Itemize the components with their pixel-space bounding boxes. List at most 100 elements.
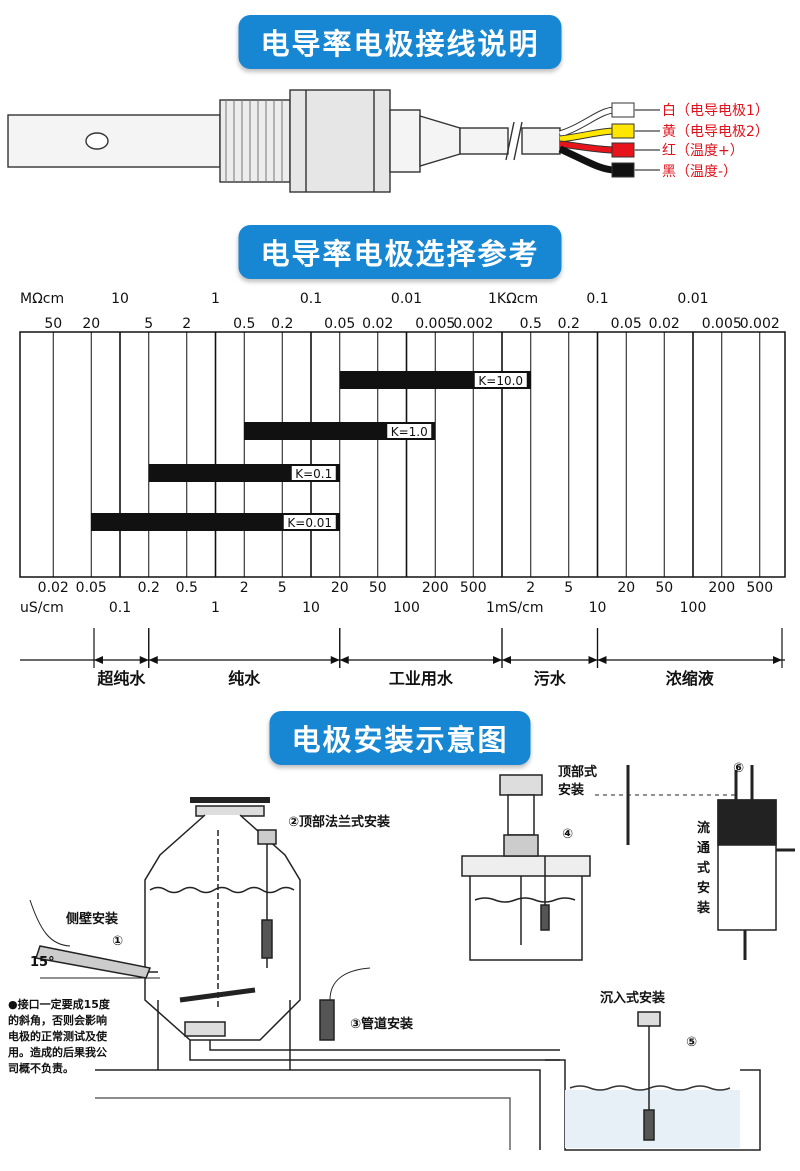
terminal-yellow [611, 123, 635, 139]
label-num5: ⑤ [686, 1035, 697, 1050]
wire-label-yellow: 黄（电导电极2） [662, 123, 769, 140]
top-mount-lid [461, 855, 591, 877]
top-tick-minor: 50 [44, 316, 62, 332]
bottom-tick-minor: 0.02 [38, 580, 69, 596]
immersion-holder [637, 1011, 661, 1027]
bottom-tick-minor: 2 [526, 580, 535, 596]
bottom-tick-minor: 200 [422, 580, 449, 596]
electrode-hole [85, 132, 109, 150]
category-ranges: 超纯水纯水工业用水污水浓缩液 [20, 628, 785, 688]
note-line-3: 电极的正常测试及使 [8, 1029, 108, 1043]
bottom-tick-major: 0.1 [109, 600, 131, 616]
immersion-electrode [643, 1109, 655, 1141]
strain-relief [419, 115, 461, 167]
bottom-tick-major: 10 [589, 600, 607, 616]
top-tick-major: 0.1 [586, 291, 608, 307]
ground-surface [95, 1069, 541, 1150]
note-line-5: 司概不负责。 [8, 1061, 74, 1075]
label-top-mount-1: 顶部式 [558, 764, 597, 780]
label-immersion: 沉入式安装 [600, 990, 665, 1006]
bottom-tick-minor: 5 [564, 580, 573, 596]
install-note: ●接口一定要成15度 的斜角，否则会影响 电极的正常测试及使 用。造成的后果我公… [8, 997, 111, 1075]
top-tick-major: 1 [211, 291, 220, 307]
wiring-section-title: 电导率电极接线说明 [238, 15, 562, 69]
top-tick-minor: 0.02 [362, 316, 393, 332]
outflow-pipe [189, 1040, 560, 1061]
top-tick-minor: 2 [182, 316, 191, 332]
top-mount-electrode [540, 904, 550, 931]
bottom-tick-minor: 5 [278, 580, 287, 596]
top-tick-minor: 0.5 [233, 316, 255, 332]
bottom-tick-major: 1 [211, 600, 220, 616]
bottom-tick-major: 100 [680, 600, 707, 616]
note-line-1: ●接口一定要成15度 [8, 997, 111, 1011]
flow-char-5: 装 [696, 900, 710, 916]
range-label: 污水 [534, 669, 567, 688]
installation-drawing [29, 765, 795, 1151]
top-tick-minor: 0.005 [415, 316, 455, 332]
top-tick-minor: 5 [144, 316, 153, 332]
chart-gridlines [52, 332, 761, 577]
k-bar-label: K=0.01 [287, 516, 332, 530]
flow-char-2: 通 [697, 840, 710, 856]
k-label-box [283, 515, 336, 529]
bottom-tick-minor: 20 [331, 580, 349, 596]
top-tick-major: 0.01 [391, 291, 422, 307]
label-angle: 15° [30, 955, 55, 970]
terminal-white [611, 102, 635, 118]
bottom-unit-right: 1mS/cm [486, 600, 543, 616]
main-tank [144, 814, 301, 1041]
top-tick-major: 10 [111, 291, 129, 307]
range-label: 超纯水 [96, 669, 146, 688]
note-line-2: 的斜角，否则会影响 [8, 1013, 107, 1027]
electrode-wiring-drawing [7, 89, 561, 193]
label-side-wall: 侧壁安装 [66, 911, 118, 927]
top-tick-minor: 0.002 [453, 316, 493, 332]
top-flange [257, 829, 277, 845]
label-num4: ④ [562, 827, 573, 842]
k-bar [91, 513, 340, 531]
range-label: 浓缩液 [666, 669, 715, 688]
label-num6: ⑥ [733, 761, 744, 776]
chart-frame [19, 331, 786, 578]
ground-under [95, 1097, 511, 1150]
thread-section [219, 99, 291, 183]
top-tick-major: 0.1 [300, 291, 322, 307]
label-top-mount-2: 安装 [558, 782, 584, 798]
top-tick-minor: 0.05 [324, 316, 355, 332]
bottom-tick-minor: 20 [617, 580, 635, 596]
top-tick-minor: 0.002 [740, 316, 780, 332]
label-top-flange: ②顶部法兰式安装 [288, 814, 390, 830]
k-bar-label: K=1.0 [391, 425, 428, 439]
bottom-tick-major: 100 [393, 600, 420, 616]
pipe-electrode [319, 999, 335, 1041]
top-tick-minor: 0.5 [520, 316, 542, 332]
top-tick-minor: 0.02 [649, 316, 680, 332]
k-label-box [387, 424, 432, 438]
wire-label-black: 黑（温度-） [662, 164, 737, 180]
bottom-unit-left: uS/cm [20, 600, 64, 616]
terminal-red [611, 142, 635, 158]
bottom-tick-minor: 0.5 [176, 580, 198, 596]
install-section-title: 电极安装示意图 [269, 711, 531, 765]
label-flow-type: 流 通 式 安 装 [696, 820, 710, 916]
wire-bundle [558, 102, 660, 178]
k-bar-label: K=0.1 [295, 467, 332, 481]
bottom-tick-minor: 200 [708, 580, 735, 596]
top-tick-major: 0.01 [677, 291, 708, 307]
wire-label-red: 红（温度+） [662, 143, 744, 159]
k-label-box [291, 466, 336, 480]
top-row1-labels: 10 1 0.1 0.01 0.1 0.01 [111, 291, 709, 307]
bottom-tick-minor: 500 [460, 580, 487, 596]
bottom-tick-minor: 500 [746, 580, 773, 596]
top-tick-minor: 0.005 [702, 316, 742, 332]
k-bars: K=10.0K=1.0K=0.1K=0.01 [91, 371, 531, 531]
label-side-num: ① [112, 934, 123, 949]
range-label: 纯水 [228, 669, 261, 688]
bottom-tick-minor: 0.2 [138, 580, 160, 596]
electrode-body [7, 114, 221, 168]
